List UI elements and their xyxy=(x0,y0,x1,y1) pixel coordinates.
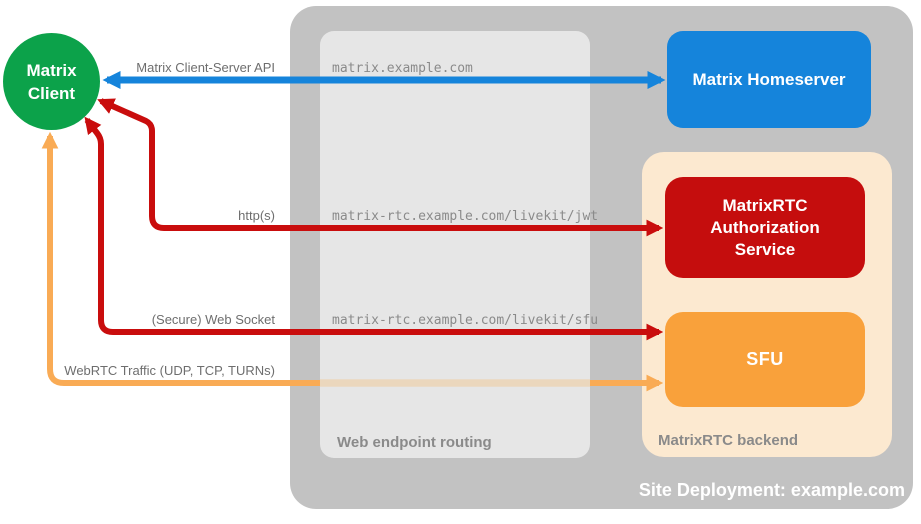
sfu-label: SFU xyxy=(746,349,784,369)
web-endpoint-routing-box: Web endpoint routing xyxy=(320,31,590,458)
endpoint-url-livekit-jwt: matrix-rtc.example.com/livekit/jwt xyxy=(332,209,599,224)
sfu-node: SFU xyxy=(665,312,865,407)
matrix-client-label: Matrix Client xyxy=(26,60,77,103)
matrix-homeserver-label: Matrix Homeserver xyxy=(692,69,846,89)
matrixrtc-backend-label: MatrixRTC backend xyxy=(658,432,799,449)
web-endpoint-routing-label: Web endpoint routing xyxy=(337,434,492,451)
webrtc-traffic-label: WebRTC Traffic (UDP, TCP, TURNs) xyxy=(64,363,275,378)
matrix-client-node: Matrix Client xyxy=(3,33,100,130)
auth-service-label: MatrixRTC Authorization Service xyxy=(710,195,820,259)
https-label: http(s) xyxy=(238,208,275,223)
endpoint-url-homeserver: matrix.example.com xyxy=(332,61,473,76)
site-deployment-label: Site Deployment: example.com xyxy=(638,480,905,500)
endpoint-url-livekit-sfu: matrix-rtc.example.com/livekit/sfu xyxy=(332,313,599,328)
auth-service-node: MatrixRTC Authorization Service xyxy=(665,177,865,278)
client-server-api-label: Matrix Client-Server API xyxy=(136,60,275,75)
websocket-label: (Secure) Web Socket xyxy=(151,312,275,327)
matrix-homeserver-node: Matrix Homeserver xyxy=(667,31,871,128)
